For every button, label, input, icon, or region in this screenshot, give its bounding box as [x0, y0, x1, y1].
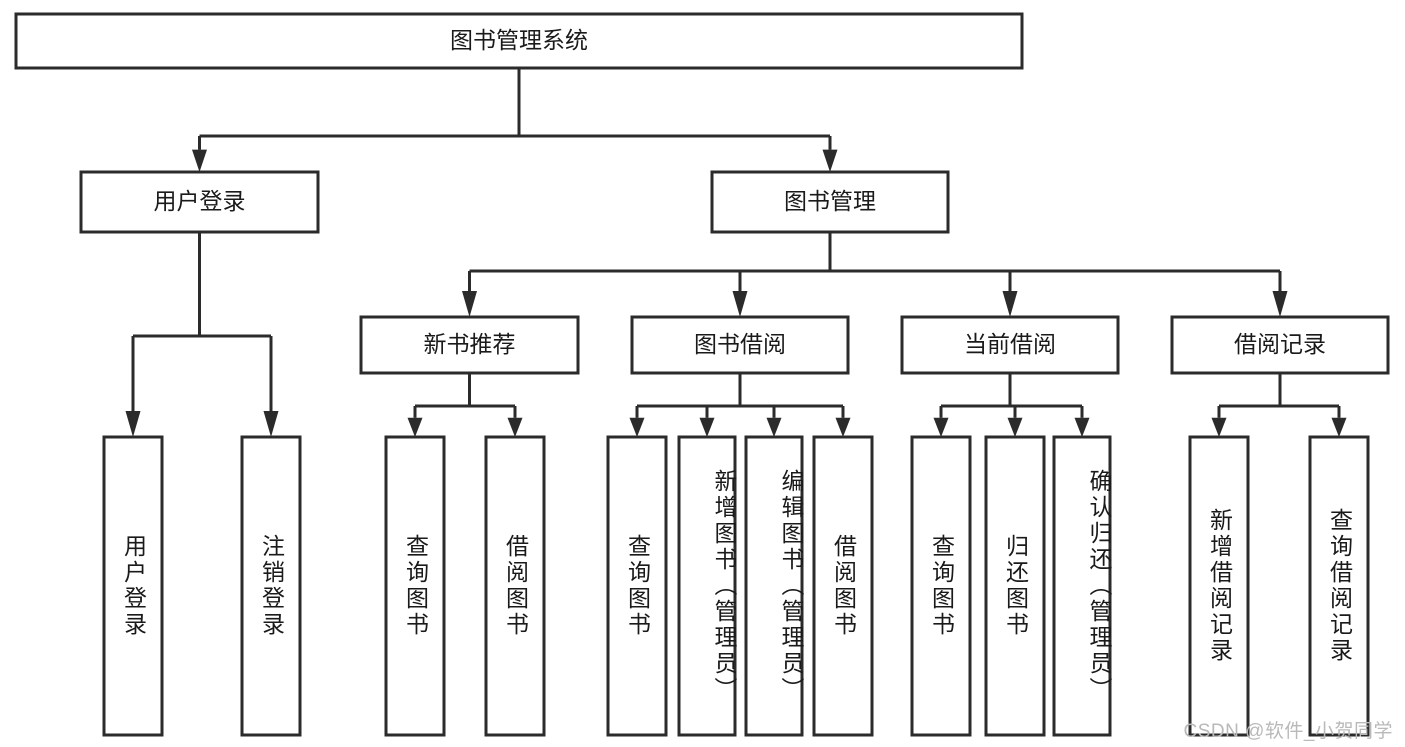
node-box-leaf-cur-query[interactable] — [910, 435, 972, 737]
node-box-l3-borrow[interactable] — [630, 315, 850, 375]
node-box-leaf-cur-confirm[interactable] — [1052, 435, 1112, 737]
node-box-leaf-borrow-edit[interactable] — [744, 435, 804, 737]
node-box-l3-current[interactable] — [900, 315, 1120, 375]
node-box-leaf-rec-query[interactable] — [1308, 435, 1370, 737]
node-box-l3-new[interactable] — [359, 315, 580, 375]
node-box-leaf-borrow-add[interactable] — [677, 435, 737, 737]
node-box-l2-book[interactable] — [710, 170, 950, 234]
node-box-l2-user[interactable] — [79, 170, 320, 234]
node-label-root: 图书管理系统 — [450, 27, 588, 53]
node-label-l3-new: 新书推荐 — [424, 331, 516, 357]
node-box-leaf-cur-return[interactable] — [984, 435, 1046, 737]
node-label-l3-borrow: 图书借阅 — [694, 331, 786, 357]
node-label-l2-book: 图书管理 — [784, 188, 876, 214]
node-box-leaf-new-borrow[interactable] — [484, 435, 546, 737]
node-box-leaf-user-login[interactable] — [102, 435, 164, 737]
node-label-l3-record: 借阅记录 — [1234, 331, 1326, 357]
watermark-text: CSDN @软件_小贺同学 — [1183, 721, 1393, 742]
node-label-l2-user: 用户登录 — [154, 188, 246, 214]
node-label-l3-current: 当前借阅 — [964, 331, 1056, 357]
node-box-leaf-rec-add[interactable] — [1188, 435, 1250, 737]
node-box-leaf-borrow-query[interactable] — [606, 435, 668, 737]
node-box-leaf-borrow-do[interactable] — [812, 435, 874, 737]
node-box-leaf-user-logout[interactable] — [240, 435, 302, 737]
node-box-l3-record[interactable] — [1170, 315, 1390, 375]
node-box-root[interactable] — [14, 12, 1024, 70]
node-box-leaf-new-query[interactable] — [384, 435, 446, 737]
